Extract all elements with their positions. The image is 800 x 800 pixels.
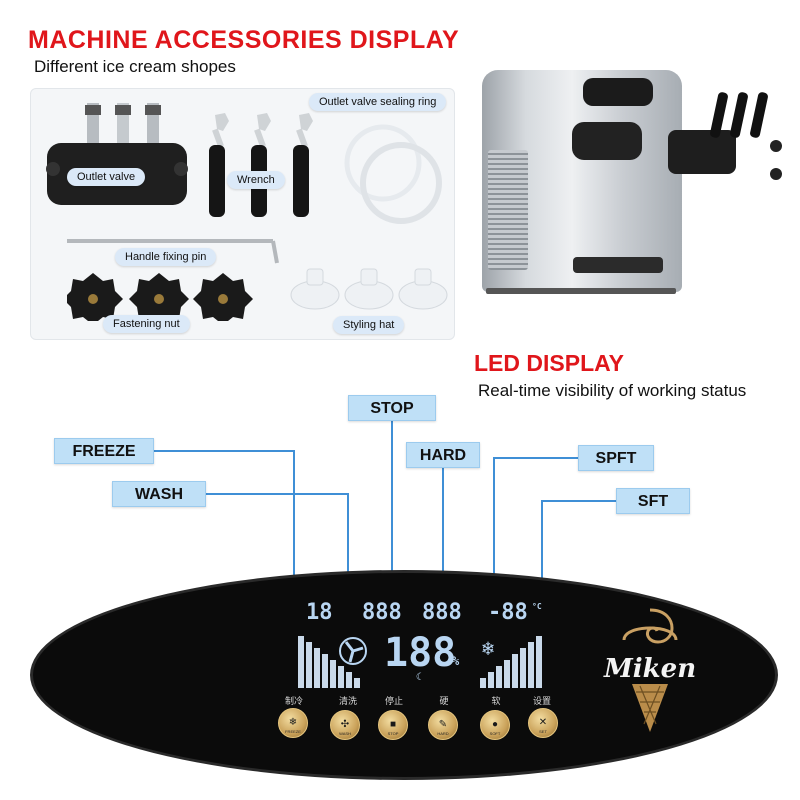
stop-button[interactable]: ■ STOP — [378, 710, 408, 740]
fan-icon: ✣ — [340, 719, 350, 730]
led-title: LED DISPLAY — [474, 350, 624, 376]
machine-base — [486, 288, 676, 294]
lcd-big-value: 188 — [384, 630, 457, 676]
handle-pin-image — [67, 239, 279, 264]
brand-logo-text: Miken — [604, 654, 697, 684]
fastening-nut-image — [67, 273, 253, 321]
spft-leader-h — [493, 457, 581, 459]
lcd-seg-3: 888 — [422, 600, 462, 625]
soft-button[interactable]: ● SOFT — [480, 710, 510, 740]
styling-hat-image — [290, 268, 448, 310]
soft-cn-label: 软 — [491, 696, 501, 706]
dispenser-detail-image — [668, 130, 736, 174]
stop-callout: STOP — [348, 395, 436, 421]
machine-drip-tray — [573, 257, 663, 273]
stop-cn-label: 停止 — [384, 696, 403, 706]
stop-leader-v — [391, 420, 393, 602]
soft-drop-icon: ● — [491, 719, 499, 730]
lcd-display: 18 888 888 -88 °C 188 % ❄ ☾ — [292, 596, 548, 692]
lcd-seg-4: -88 — [488, 600, 528, 625]
freeze-leader-h — [142, 450, 294, 452]
wash-cn-label: 清洗 — [338, 696, 357, 706]
sealing-ring-image — [344, 124, 442, 224]
fan-icon — [339, 637, 367, 665]
wrench-image — [209, 113, 313, 217]
spft-leader-v — [493, 457, 495, 600]
accessories-title: MACHINE ACCESSORIES DISPLAY — [28, 26, 460, 54]
sft-leader-v — [541, 500, 543, 600]
hard-button-label: HARD — [437, 731, 449, 736]
freeze-button[interactable]: ❄ FREEZE — [278, 708, 308, 738]
wrench-label: Wrench — [227, 171, 285, 189]
accessories-subtitle: Different ice cream shopes — [34, 57, 236, 76]
sft-callout: SFT — [616, 488, 690, 514]
set-button-label: SET — [539, 729, 547, 734]
ice-cream-cone-icon — [622, 608, 678, 732]
fastening-nut-label: Fastening nut — [103, 315, 190, 333]
stop-button-label: STOP — [387, 731, 399, 736]
freeze-cn-label: 制冷 — [284, 696, 303, 706]
soft-button-label: SOFT — [489, 731, 501, 736]
lcd-seg-2: 888 — [362, 600, 402, 625]
hard-button[interactable]: ✎ HARD — [428, 710, 458, 740]
led-subtitle: Real-time visibility of working status — [478, 381, 747, 400]
wash-callout: WASH — [112, 481, 206, 507]
machine-dispenser-head — [572, 122, 642, 160]
spft-callout: SPFT — [578, 445, 654, 471]
outlet-valve-image — [46, 103, 188, 205]
sealing-ring-label: Outlet valve sealing ring — [309, 93, 447, 111]
wash-button[interactable]: ✣ WASH — [330, 710, 360, 740]
hard-leaf-icon: ✎ — [438, 719, 448, 730]
control-panel — [30, 570, 778, 780]
freeze-leader-v — [293, 450, 295, 600]
hard-cn-label: 硬 — [439, 696, 449, 706]
wash-leader-h — [188, 493, 348, 495]
stop-square-icon: ■ — [389, 719, 397, 730]
lcd-unit: °C — [532, 602, 542, 611]
outlet-valve-label: Outlet valve — [67, 168, 146, 186]
set-button[interactable]: ✕ SET — [528, 708, 558, 738]
accessories-panel: Outlet valve Wrench Outlet valve sealing… — [30, 88, 455, 340]
wash-leader-v — [347, 493, 349, 599]
snowflake-icon: ❄ — [288, 717, 298, 728]
freeze-callout: FREEZE — [54, 438, 154, 464]
lcd-percent: % — [452, 654, 460, 668]
lcd-seg-1: 18 — [306, 600, 333, 625]
hard-callout: HARD — [406, 442, 480, 468]
dispenser-handles-image — [710, 92, 782, 180]
sft-leader-h — [541, 500, 619, 502]
tools-icon: ✕ — [538, 717, 548, 728]
freeze-button-label: FREEZE — [285, 729, 301, 734]
lcd-level-bars — [298, 636, 542, 688]
handle-pin-label: Handle fixing pin — [115, 248, 217, 266]
hard-leader-v — [442, 466, 444, 600]
moon-icon: ☾ — [416, 672, 423, 683]
set-cn-label: 设置 — [532, 696, 551, 706]
styling-hat-label: Styling hat — [333, 316, 405, 334]
snowflake-icon: ❄ — [482, 636, 495, 660]
machine-control-panel — [583, 78, 653, 106]
wash-button-label: WASH — [339, 731, 351, 736]
machine-vent-grill — [488, 150, 528, 270]
